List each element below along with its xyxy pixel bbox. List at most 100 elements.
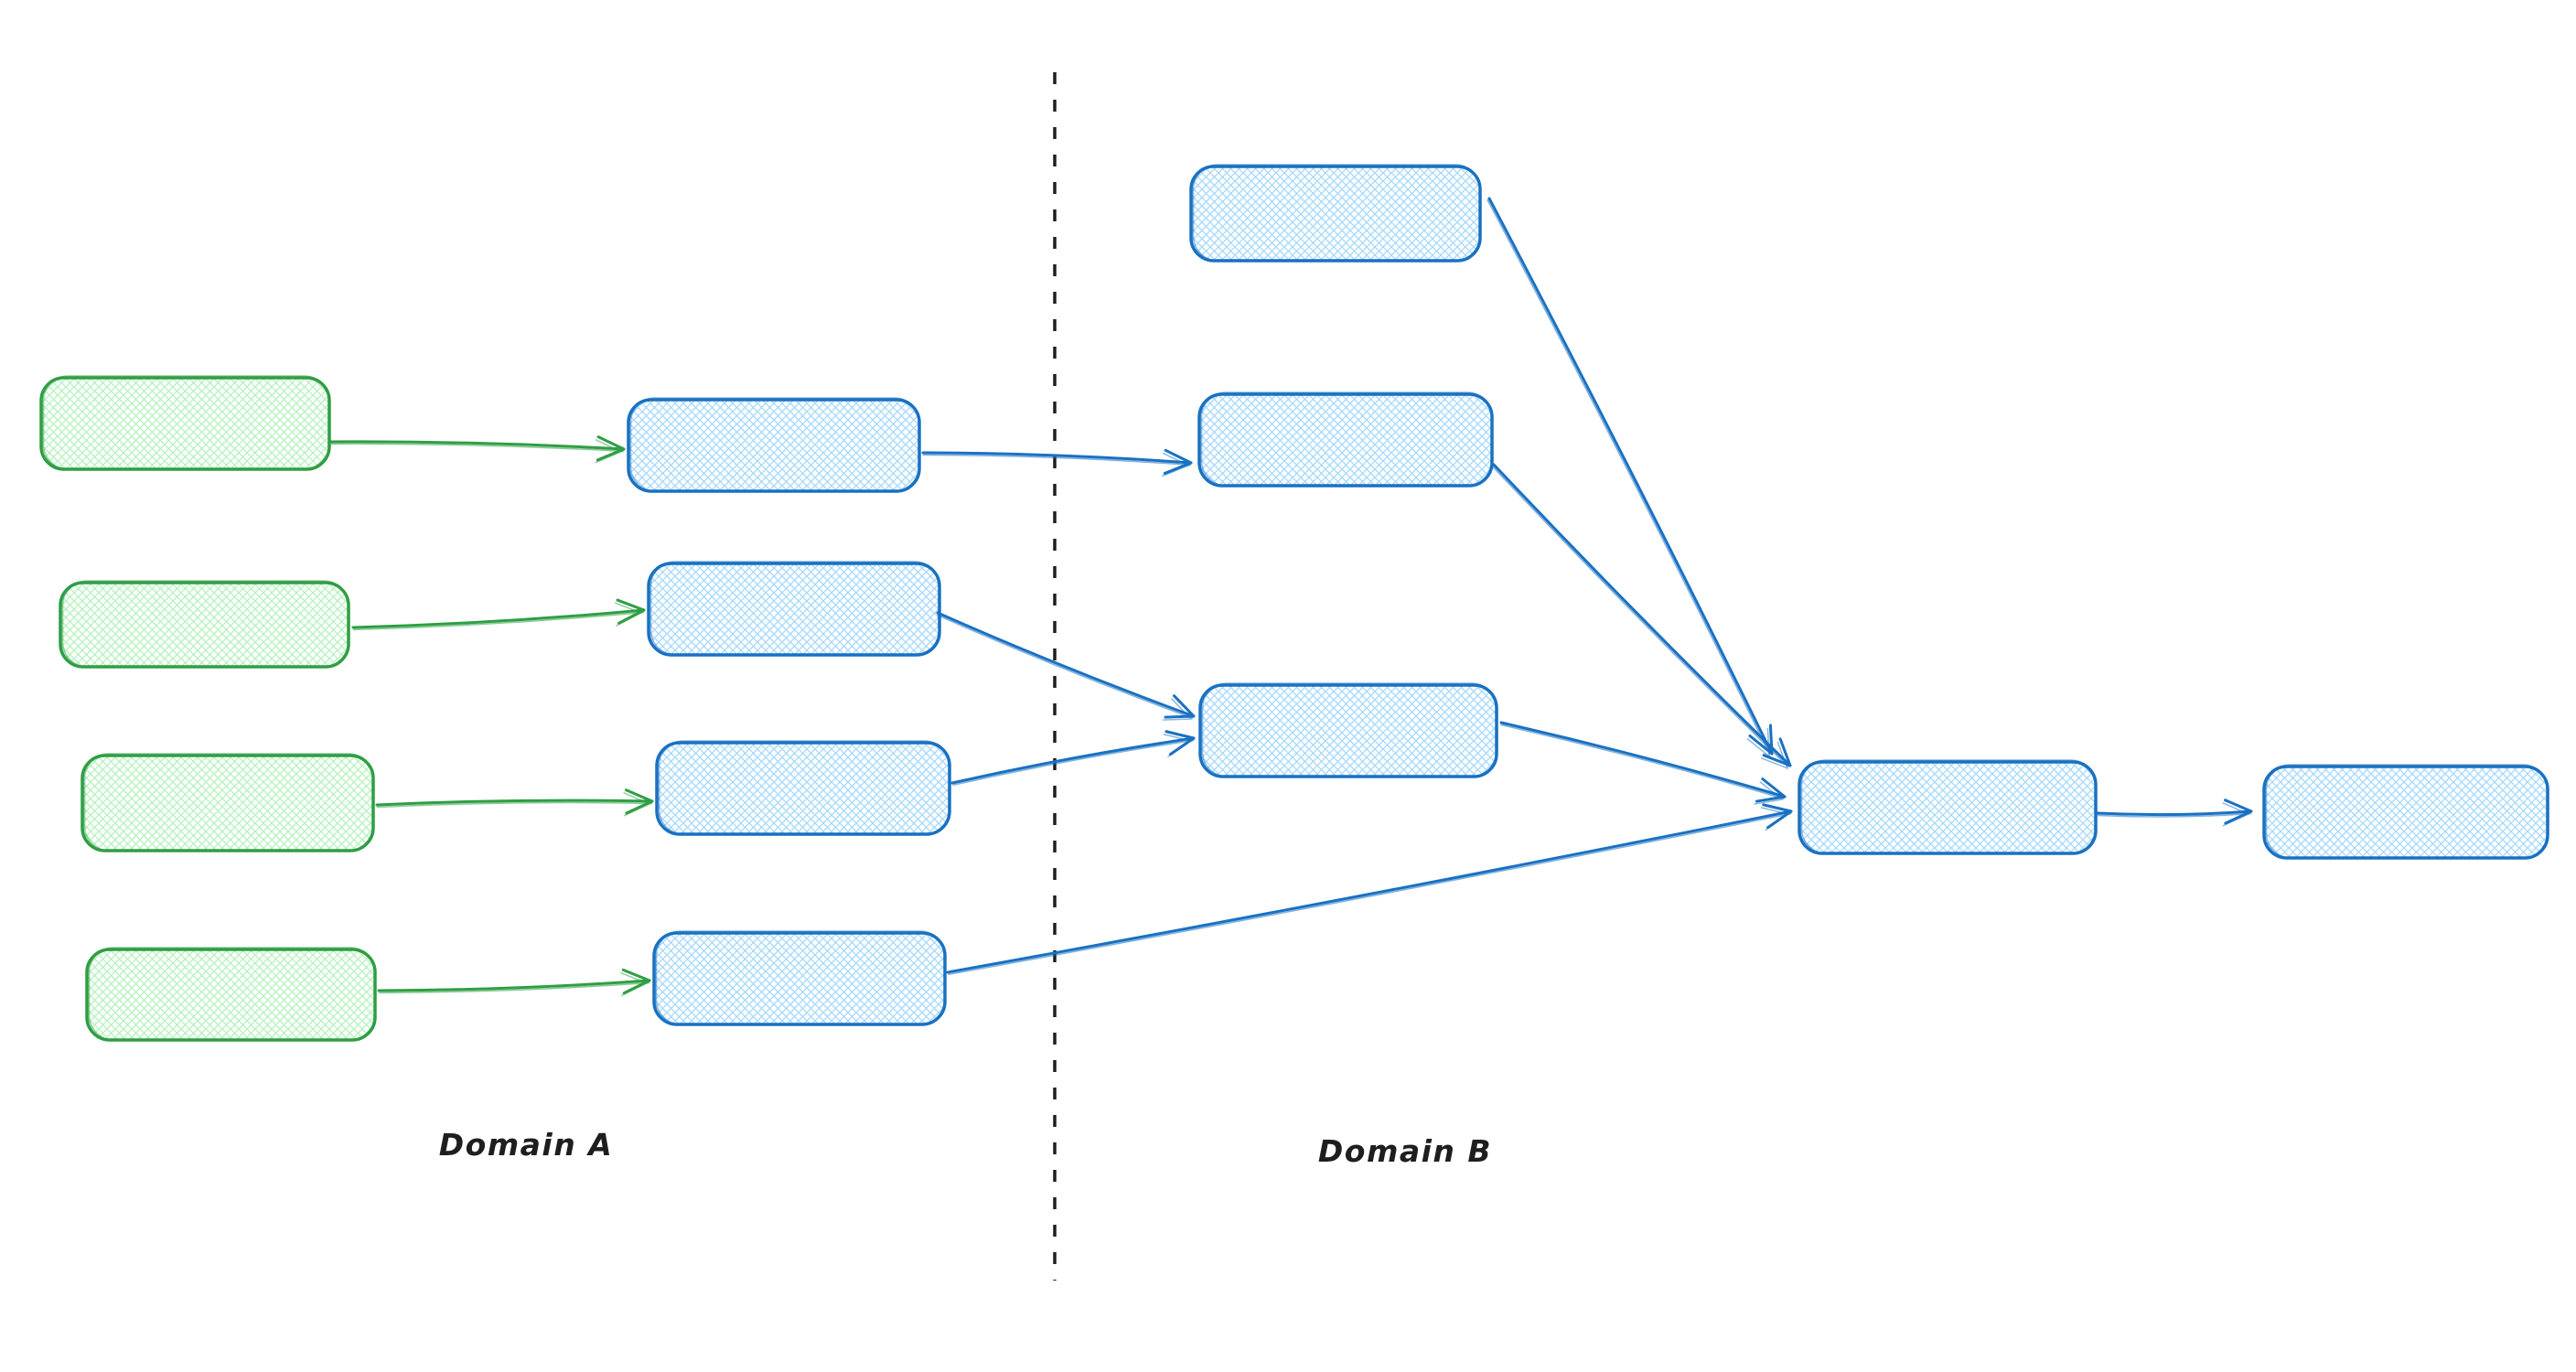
edge-process1-to-node2[interactable] bbox=[921, 448, 1193, 477]
edge-node3-to-merge-arrowhead-echo bbox=[1754, 781, 1784, 805]
edge-process1-to-node2-arrowhead bbox=[1163, 448, 1193, 476]
domain-a-label[interactable]: Domain A bbox=[439, 1127, 614, 1163]
edge-node1-to-merge-arrowhead bbox=[1748, 724, 1774, 756]
domain-b-output-box bbox=[2262, 765, 2549, 860]
edge-process2-to-node3-sketch-echo bbox=[936, 614, 1194, 719]
edge-node2-to-merge[interactable] bbox=[1491, 463, 1792, 770]
edge-node3-to-merge-sketch-echo bbox=[1500, 724, 1785, 800]
edge-input1-to-process1-sketch-echo bbox=[330, 443, 624, 453]
domain-a-process-4[interactable] bbox=[652, 930, 947, 1026]
domain-a-process-2-box bbox=[647, 562, 941, 657]
edge-merge-to-output-arrowhead bbox=[2224, 799, 2253, 825]
domain-a-process-3[interactable] bbox=[655, 740, 951, 836]
edge-node3-to-merge-arrowhead bbox=[1755, 777, 1787, 803]
edge-input2-to-process2-line bbox=[351, 608, 646, 629]
domain-a-process-3-box bbox=[655, 741, 951, 836]
edge-merge-to-output-sketch-echo bbox=[2097, 812, 2252, 818]
edge-process1-to-node2-arrowhead-echo bbox=[1161, 452, 1190, 477]
edge-node2-to-merge-arrowhead-echo bbox=[1760, 741, 1789, 770]
domain-a-process-4-sketch-echo bbox=[655, 930, 946, 1025]
edge-input3-to-process3[interactable] bbox=[375, 788, 654, 817]
edge-input3-to-process3-arrowhead bbox=[625, 788, 654, 815]
edge-input4-to-process4-sketch-echo bbox=[379, 981, 650, 994]
edge-input4-to-process4[interactable] bbox=[377, 968, 651, 997]
edge-node3-to-merge-line bbox=[1499, 721, 1787, 799]
edge-process3-to-node3-line bbox=[950, 736, 1196, 785]
domain-b-node-1-sketch-echo bbox=[1192, 164, 1481, 262]
domain-b-node-3-sketch-echo bbox=[1201, 682, 1497, 777]
domain-a-process-2[interactable] bbox=[647, 561, 941, 657]
domain-a-process-4-box bbox=[652, 931, 947, 1026]
domain-a-input-1-sketch-echo bbox=[42, 375, 330, 470]
edge-process4-to-merge-line bbox=[946, 809, 1793, 974]
edge-node2-to-merge-line bbox=[1492, 463, 1792, 767]
domain-a-process-1[interactable] bbox=[627, 397, 921, 493]
edge-input1-to-process1-arrowhead-echo bbox=[595, 438, 623, 464]
domain-a-process-3-sketch-echo bbox=[658, 740, 950, 835]
domain-a-process-1-sketch-echo bbox=[629, 397, 920, 492]
edge-input2-to-process2-arrowhead-echo bbox=[614, 602, 643, 627]
domain-b-node-2-sketch-echo bbox=[1200, 391, 1493, 487]
domain-a-process-2-sketch-echo bbox=[649, 561, 940, 656]
domain-a-process-1-box bbox=[627, 398, 921, 493]
domain-b-node-2[interactable] bbox=[1197, 391, 1494, 488]
edge-input1-to-process1-line bbox=[329, 440, 626, 451]
domain-a-input-3[interactable] bbox=[80, 753, 375, 852]
edge-process4-to-merge-arrowhead-echo bbox=[1760, 807, 1790, 831]
edge-input4-to-process4-line bbox=[377, 979, 651, 992]
edge-process3-to-node3-arrowhead-echo bbox=[1163, 734, 1193, 758]
edge-input1-to-process1[interactable] bbox=[329, 435, 626, 464]
domain-a-input-4[interactable] bbox=[85, 947, 377, 1042]
edge-node1-to-merge-sketch-echo bbox=[1487, 198, 1771, 756]
edge-process1-to-node2-sketch-echo bbox=[922, 454, 1191, 466]
domain-b-output-sketch-echo bbox=[2265, 764, 2549, 859]
domain-a-input-4-sketch-echo bbox=[88, 947, 376, 1041]
domain-a-input-4-box bbox=[85, 948, 377, 1042]
edge-input4-to-process4-arrowhead-echo bbox=[619, 971, 649, 997]
edge-input3-to-process3-line bbox=[375, 799, 654, 807]
domain-b-node-2-box bbox=[1197, 392, 1494, 488]
edge-node1-to-merge[interactable] bbox=[1487, 197, 1774, 758]
edge-process2-to-node3-arrowhead-echo bbox=[1162, 698, 1193, 721]
edge-merge-to-output-line bbox=[2096, 809, 2253, 817]
domain-a-input-2-box bbox=[59, 581, 350, 669]
edge-node3-to-merge[interactable] bbox=[1499, 721, 1787, 805]
domain-b-node-1[interactable] bbox=[1189, 164, 1482, 263]
edge-node1-to-merge-line bbox=[1487, 197, 1774, 756]
domain-b-output[interactable] bbox=[2262, 764, 2549, 860]
edge-input4-to-process4-arrowhead bbox=[621, 968, 651, 995]
domain-a-input-3-box bbox=[80, 754, 375, 852]
edge-process2-to-node3[interactable] bbox=[936, 611, 1196, 721]
edge-input2-to-process2[interactable] bbox=[351, 598, 646, 631]
domain-b-node-3-box bbox=[1198, 683, 1498, 778]
domain-a-input-1[interactable] bbox=[39, 375, 331, 471]
edge-node2-to-merge-sketch-echo bbox=[1491, 466, 1789, 768]
edge-process3-to-node3[interactable] bbox=[950, 730, 1196, 787]
edge-process1-to-node2-line bbox=[921, 451, 1193, 465]
domain-b-label[interactable]: Domain B bbox=[1318, 1133, 1492, 1169]
edge-input1-to-process1-arrowhead bbox=[596, 435, 626, 462]
domain-b-merge-sketch-echo bbox=[1800, 759, 2097, 854]
domain-b-merge-box bbox=[1798, 760, 2098, 855]
edge-merge-to-output-arrowhead-echo bbox=[2222, 802, 2250, 827]
edge-node2-to-merge-arrowhead bbox=[1762, 737, 1792, 767]
domain-a-input-1-box bbox=[39, 376, 331, 471]
edge-input2-to-process2-sketch-echo bbox=[353, 611, 645, 631]
edge-process2-to-node3-line bbox=[936, 611, 1196, 718]
edge-input3-to-process3-sketch-echo bbox=[376, 801, 653, 809]
domain-a-input-3-sketch-echo bbox=[83, 753, 374, 852]
edge-process4-to-merge-sketch-echo bbox=[948, 812, 1792, 976]
edge-process3-to-node3-arrowhead bbox=[1165, 730, 1196, 756]
domain-b-node-3[interactable] bbox=[1198, 682, 1498, 778]
edge-input3-to-process3-arrowhead-echo bbox=[623, 792, 651, 817]
domain-a-input-2[interactable] bbox=[59, 580, 350, 669]
edge-process4-to-merge[interactable] bbox=[946, 803, 1793, 976]
domain-b-node-1-box bbox=[1189, 165, 1482, 263]
edge-input2-to-process2-arrowhead bbox=[616, 598, 646, 625]
domain-a-input-2-sketch-echo bbox=[61, 580, 349, 668]
edge-merge-to-output[interactable] bbox=[2096, 799, 2253, 827]
domain-b-merge[interactable] bbox=[1798, 759, 2098, 855]
edge-process3-to-node3-sketch-echo bbox=[952, 739, 1195, 787]
